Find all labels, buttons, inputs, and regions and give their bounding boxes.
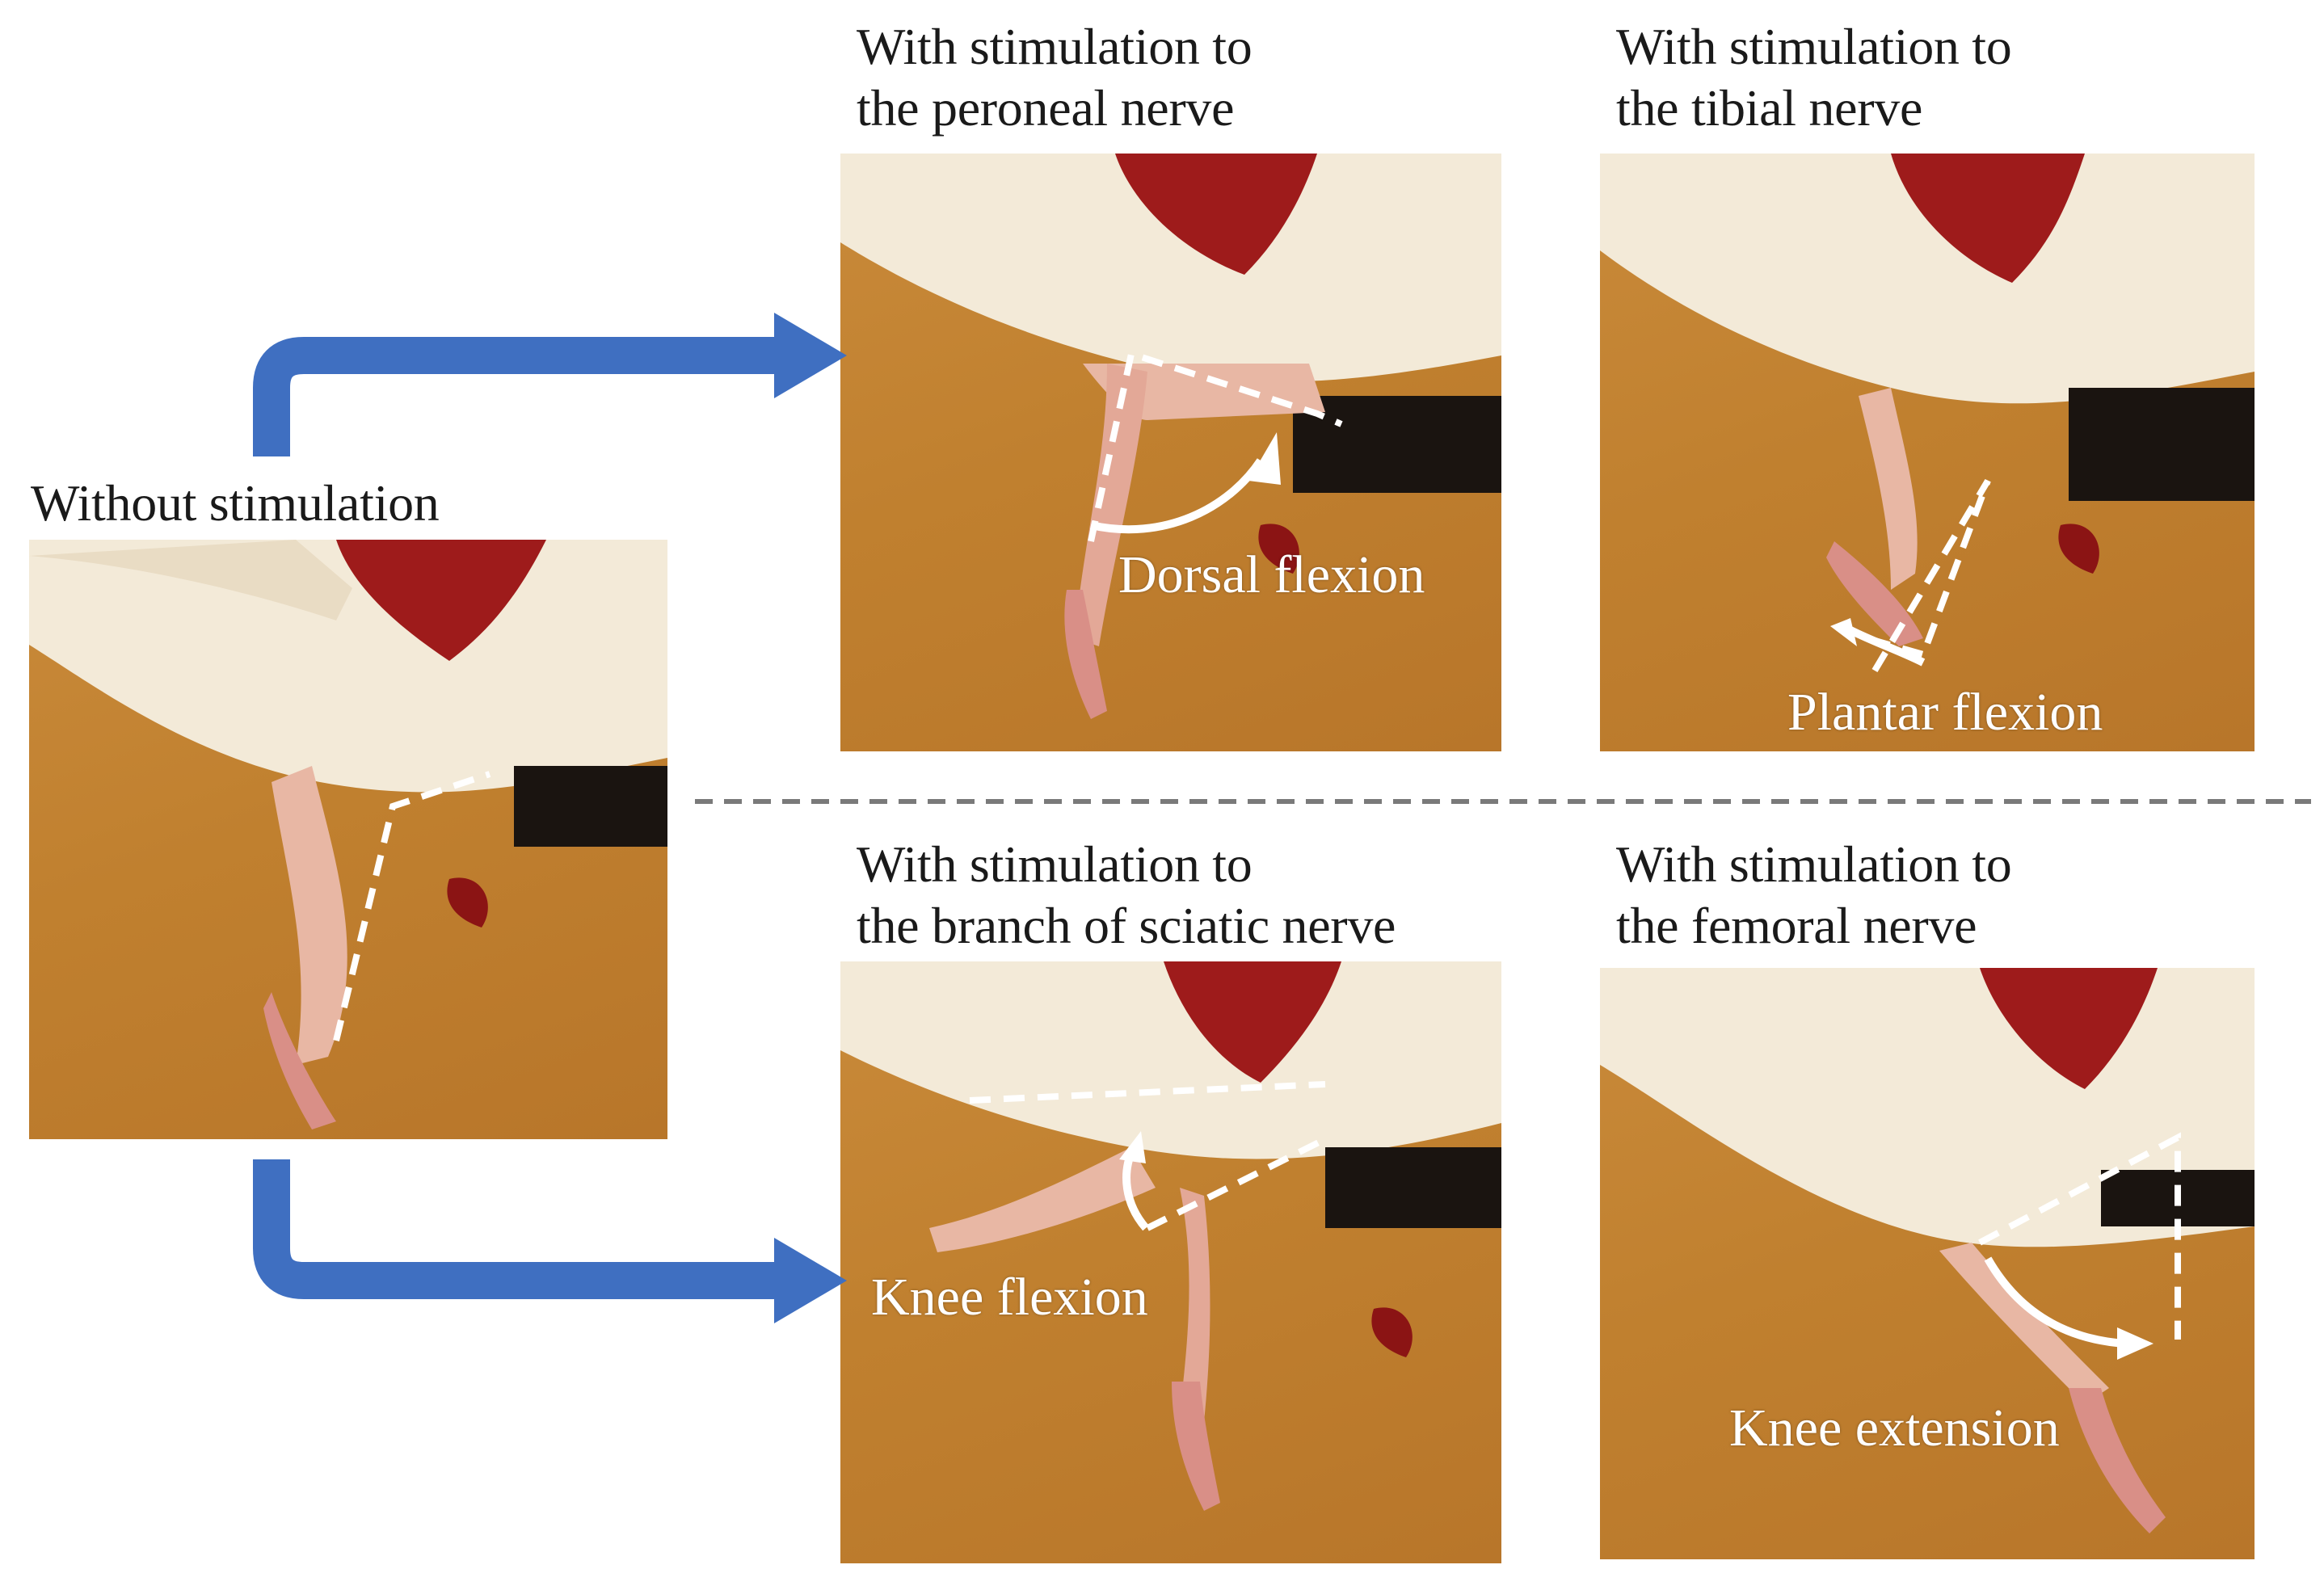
sciatic-title-line2: the branch of sciatic nerve — [857, 897, 1396, 954]
arrow-to-bottom-row — [253, 1159, 847, 1323]
femoral-title-line1: With stimulation to — [1616, 835, 2012, 893]
dorsal-flexion-label: Dorsal flexion — [1118, 545, 1425, 604]
baseline-title: Without stimulation — [31, 474, 440, 532]
rat-hindlimb-image — [29, 540, 667, 1129]
tibial-photo: Plantar flexion — [1600, 154, 2255, 751]
peroneal-photo: Dorsal flexion — [840, 154, 1501, 751]
peroneal-title-line2: the peroneal nerve — [857, 79, 1235, 137]
femoral-title-line2: the femoral nerve — [1616, 897, 1977, 954]
femoral-photo: Knee extension — [1600, 968, 2255, 1559]
knee-extension-label: Knee extension — [1729, 1399, 2060, 1458]
rat-hindlimb-image — [1600, 154, 2255, 673]
sciatic-photo: Knee flexion — [840, 961, 1501, 1563]
section-divider — [695, 799, 2311, 804]
peroneal-title-line1: With stimulation to — [857, 18, 1253, 75]
baseline-photo — [29, 540, 667, 1139]
tibial-title-line1: With stimulation to — [1616, 18, 2012, 75]
arrow-to-top-row — [253, 313, 847, 456]
rat-hindlimb-image — [840, 961, 1501, 1511]
sciatic-title-line1: With stimulation to — [857, 835, 1253, 893]
rat-hindlimb-image — [840, 154, 1501, 719]
plantar-flexion-label: Plantar flexion — [1787, 683, 2103, 742]
rat-hindlimb-image — [1600, 968, 2255, 1533]
knee-flexion-label: Knee flexion — [871, 1268, 1148, 1327]
tibial-title-line2: the tibial nerve — [1616, 79, 1923, 137]
